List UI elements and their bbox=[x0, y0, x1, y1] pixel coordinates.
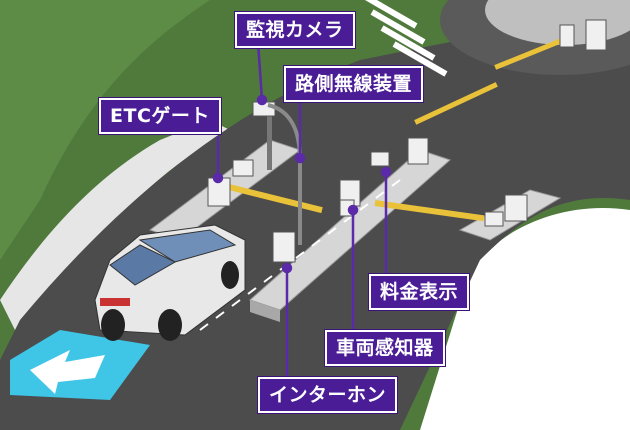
callout-fee-display: 料金表示 bbox=[369, 274, 470, 310]
callout-etc-gate: ETCゲート bbox=[99, 98, 221, 134]
callout-intercom: インターホン bbox=[258, 377, 398, 413]
lane-arrow bbox=[30, 350, 105, 394]
callout-surveillance-camera: 監視カメラ bbox=[235, 12, 355, 48]
intercom-unit bbox=[272, 231, 296, 263]
callout-vehicle-sensor: 車両感知器 bbox=[325, 330, 445, 366]
callout-roadside-radio: 路側無線装置 bbox=[284, 66, 424, 102]
barrier-upper bbox=[414, 82, 498, 125]
crosswalk-stripes bbox=[362, 0, 448, 77]
leader-lines bbox=[212, 41, 392, 379]
car bbox=[94, 224, 246, 341]
toll-island-center-side bbox=[250, 300, 280, 322]
lane-line bbox=[199, 179, 401, 331]
gate-cabinets bbox=[207, 19, 607, 227]
barrier-top bbox=[494, 38, 562, 70]
grass-highlight bbox=[0, 0, 210, 260]
camera-pole bbox=[267, 110, 272, 170]
barrier-center bbox=[374, 200, 485, 222]
toll-island-center bbox=[249, 149, 451, 311]
